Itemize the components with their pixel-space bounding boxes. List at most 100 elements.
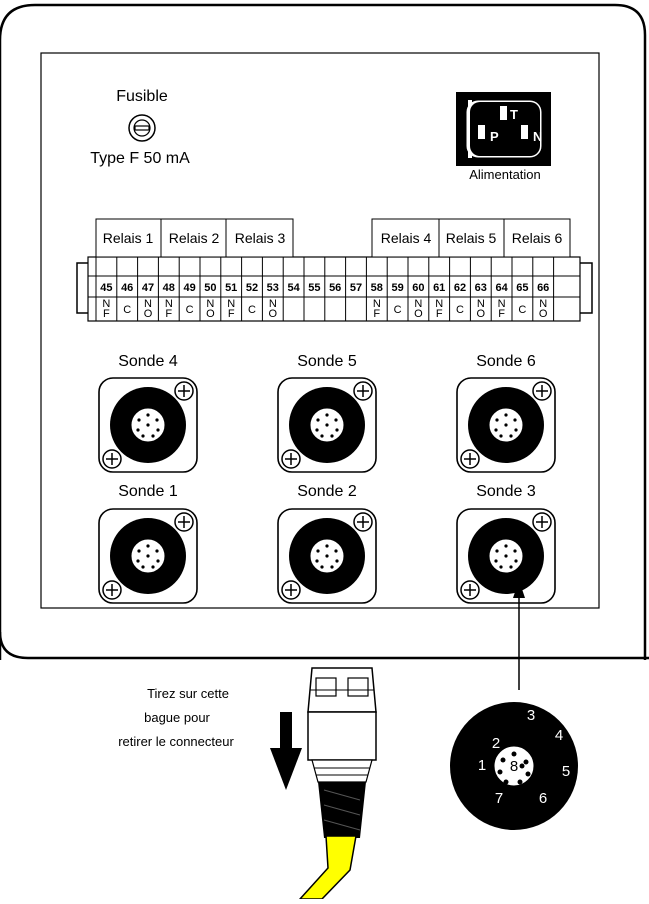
power-label: Alimentation [469, 167, 541, 182]
power-pin-n-icon [521, 125, 528, 139]
relay-label-2: Relais 2 [169, 230, 220, 246]
terminal-number: 64 [495, 282, 508, 294]
power-inlet [456, 92, 551, 166]
terminal-function: O [206, 308, 215, 320]
probe-label-1: Sonde 1 [118, 483, 178, 500]
probe-socket [456, 508, 556, 604]
terminal-function: F [436, 308, 443, 320]
inner-panel [40, 52, 600, 609]
probe-label-4: Sonde 4 [118, 353, 178, 370]
terminal-number: 45 [100, 282, 112, 294]
pointer-arrow [513, 580, 525, 690]
power-pin-p-label: P [490, 129, 499, 144]
housing-outline [0, 3, 647, 660]
yellow-cable [298, 835, 357, 900]
terminal-number: 52 [246, 282, 258, 294]
pinout-label-7: 7 [495, 790, 503, 807]
terminal-number: 54 [287, 282, 300, 294]
relay-label-5: Relais 5 [446, 230, 497, 246]
power-pin-n-label: N [533, 129, 542, 144]
power-pin-t-label: T [510, 107, 518, 122]
housing-bottom-edge [0, 631, 649, 660]
terminal-function: C [518, 304, 526, 316]
pinout-label-3: 3 [527, 707, 535, 724]
pinout-label-8: 8 [510, 758, 518, 775]
terminal-number: 66 [537, 282, 549, 294]
probe-socket [456, 377, 556, 473]
power-pin-t-icon [500, 106, 507, 120]
terminal-function: N [206, 298, 214, 310]
terminal-function: N [373, 298, 381, 310]
terminal-number: 53 [267, 282, 279, 294]
screw-icon [174, 512, 194, 532]
terminal-function: F [165, 308, 172, 320]
terminal-function: O [477, 308, 486, 320]
probe-label-5: Sonde 5 [297, 353, 357, 370]
screw-icon [532, 381, 552, 401]
terminal-number: 56 [329, 282, 341, 294]
terminal-number: 58 [371, 282, 383, 294]
terminal-block [76, 256, 593, 322]
terminal-function: C [394, 304, 402, 316]
probe-socket [277, 377, 377, 473]
fuse-type-label: Type F 50 mA [90, 150, 190, 167]
screw-icon [102, 580, 122, 600]
terminal-number: 65 [516, 282, 528, 294]
terminal-function: N [477, 298, 485, 310]
pinout-label-1: 1 [478, 757, 486, 774]
terminal-function: N [269, 298, 277, 310]
screw-icon [281, 449, 301, 469]
terminal-function: O [144, 308, 153, 320]
terminal-number: 47 [142, 282, 154, 294]
probe-socket [98, 377, 198, 473]
fuse-title: Fusible [116, 88, 168, 105]
relay-label-4: Relais 4 [381, 230, 432, 246]
terminal-function: N [165, 298, 173, 310]
terminal-function: F [498, 308, 505, 320]
instruction-line-1: Tirez sur cette [147, 686, 229, 701]
terminal-function: N [414, 298, 422, 310]
terminal-number: 60 [412, 282, 424, 294]
probe-label-2: Sonde 2 [297, 483, 357, 500]
terminal-function: C [456, 304, 464, 316]
terminal-number: 50 [204, 282, 216, 294]
probe-socket [98, 508, 198, 604]
relay-label-6: Relais 6 [512, 230, 563, 246]
terminal-number: 49 [183, 282, 195, 294]
pull-arrow-icon [270, 712, 302, 790]
instruction-line-2: bague pour [144, 710, 210, 725]
terminal-number: 61 [433, 282, 445, 294]
pinout-label-4: 4 [555, 727, 563, 744]
relay-label-3: Relais 3 [235, 230, 286, 246]
screw-icon [460, 449, 480, 469]
terminal-number: 59 [391, 282, 403, 294]
terminal-number: 62 [454, 282, 466, 294]
terminal-function: N [498, 298, 506, 310]
terminal-function: F [228, 308, 235, 320]
pinout-label-2: 2 [492, 735, 500, 752]
probe-label-6: Sonde 6 [476, 353, 536, 370]
terminal-function: F [373, 308, 380, 320]
screw-icon [174, 381, 194, 401]
screw-icon [532, 512, 552, 532]
plug-connector [307, 667, 377, 838]
screw-icon [460, 580, 480, 600]
instruction-line-3: retirer le connecteur [118, 734, 234, 749]
terminal-function: C [248, 304, 256, 316]
terminal-number: 63 [475, 282, 487, 294]
terminal-function: F [103, 308, 110, 320]
probe-label-3: Sonde 3 [476, 483, 536, 500]
terminal-function: O [269, 308, 278, 320]
pinout-label-5: 5 [562, 763, 570, 780]
terminal-function: C [123, 304, 131, 316]
terminal-function: N [102, 298, 110, 310]
terminal-function: N [144, 298, 152, 310]
terminal-function: C [186, 304, 194, 316]
fuse-icon [128, 114, 156, 142]
screw-icon [102, 449, 122, 469]
pinout-label-6: 6 [539, 790, 547, 807]
probe-socket [277, 508, 377, 604]
terminal-number: 57 [350, 282, 362, 294]
terminal-function: O [414, 308, 423, 320]
